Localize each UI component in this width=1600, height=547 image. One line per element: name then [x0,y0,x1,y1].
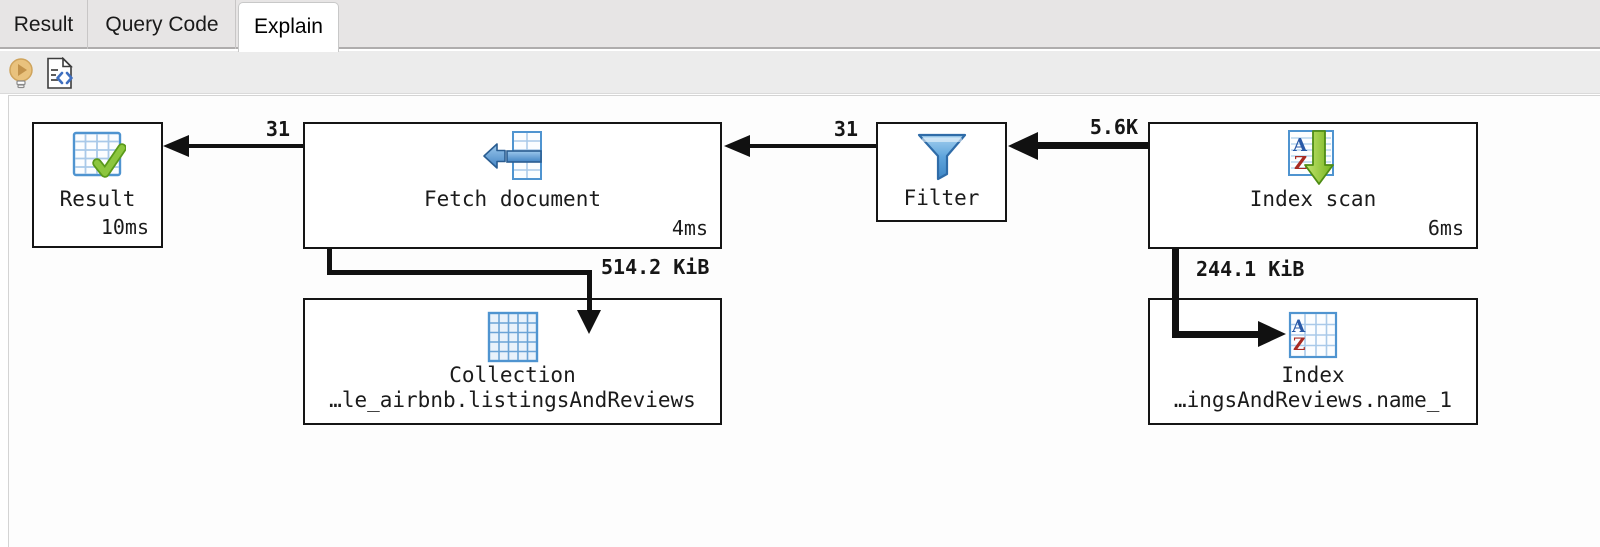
node-duration: 10ms [100,215,149,239]
edge-fetch-to-collection [587,270,592,311]
plan-node-index[interactable]: A Z Index …ingsAndReviews.name_1 [1148,298,1478,425]
edge-fetch-to-collection [327,249,332,275]
svg-text:A: A [1291,317,1306,337]
edge-filter-to-fetch [743,144,876,148]
index-table-icon: A Z [1287,310,1339,364]
plan-node-index-scan[interactable]: A Z Index scan 6ms [1148,122,1478,249]
table-check-icon [70,129,127,189]
explain-toolbar [0,51,1600,94]
node-namespace: …ingsAndReviews.name_1 [1173,388,1453,412]
node-title: Result [59,187,136,211]
arrowhead-down-icon [577,310,601,334]
node-title: Collection [449,363,576,387]
node-duration: 4ms [671,216,708,240]
node-title: Index [1281,363,1345,387]
arrowhead-right-icon [1258,321,1286,347]
node-duration: 6ms [1427,216,1464,240]
tab-explain[interactable]: Explain [238,2,339,52]
node-title: Index scan [1249,187,1377,211]
svg-text:A: A [1292,135,1308,156]
index-scan-icon: A Z [1283,127,1343,191]
edge-indexscan-to-filter [1031,142,1148,149]
funnel-icon [915,129,969,187]
node-title: Fetch document [423,187,601,211]
arrowhead-left-icon [724,135,750,157]
svg-text:Z: Z [1294,153,1307,174]
tab-query-code[interactable]: Query Code [89,0,236,49]
edge-indexscan-to-index [1172,249,1179,338]
edge-label-bytes-read: 514.2 KiB [601,255,710,279]
svg-text:Z: Z [1293,335,1305,355]
collection-table-icon [486,310,540,368]
edge-indexscan-to-index [1172,331,1260,338]
edge-fetch-to-collection [327,270,592,275]
plan-node-fetch-document[interactable]: Fetch document 4ms [303,122,722,249]
edge-label-index-bytes-read: 244.1 KiB [1196,257,1305,281]
explain-hint-lightbulb-icon[interactable] [8,57,40,89]
plan-node-filter[interactable]: Filter [876,122,1007,222]
node-namespace: …le_airbnb.listingsAndReviews [329,388,696,412]
edge-label-docs-after-filter: 31 [833,117,858,141]
node-title: Filter [903,186,980,210]
explain-raw-json-icon[interactable] [44,56,76,89]
edge-label-docs-returned: 31 [265,117,290,141]
edge-label-keys-examined: 5.6K [1089,115,1138,139]
plan-node-result[interactable]: Result 10ms [32,122,163,248]
fetch-document-icon [480,129,546,187]
arrowhead-left-icon [163,135,189,157]
tab-result[interactable]: Result [0,0,88,49]
plan-node-collection[interactable]: Collection …le_airbnb.listingsAndReviews [303,298,722,425]
edge-fetch-to-result [182,144,303,148]
